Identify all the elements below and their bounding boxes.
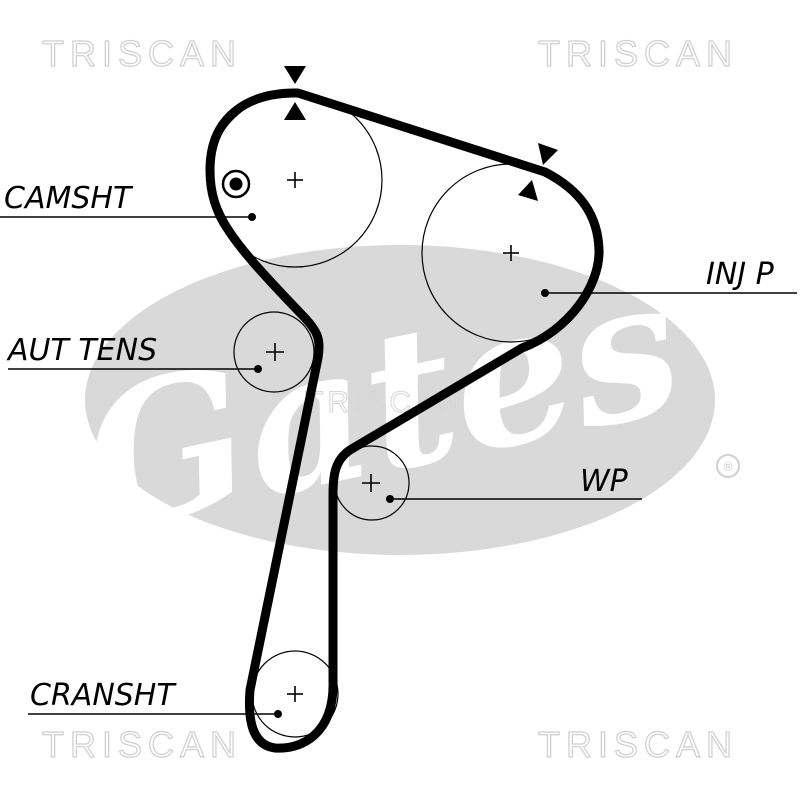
pulley-centres [221,169,519,702]
injection-pump-label: INJ P [706,257,775,292]
auto-tensioner-centre-cross-icon [266,343,284,361]
camshaft-locating-hole-icon [221,169,251,199]
triscan-watermarks: TRISCAN TRISCAN TRISCAN TRISCAN TRISCAN [41,32,738,765]
auto-tensioner-label: AUT TENS [6,333,157,368]
camshaft-leader-dot [248,213,256,221]
injection-pump-centre-cross-icon [503,245,519,261]
water-pump-label: WP [580,464,629,499]
registered-circle-icon [716,454,740,478]
camshaft-centre-cross-icon [287,172,303,188]
triscan-watermark-top-right: TRISCAN [538,33,738,74]
camshaft-label: CAMSHT [4,181,134,216]
crankshaft-centre-cross-icon [287,686,303,702]
auto-tensioner-pulley [233,311,315,393]
timing-marks [284,66,558,201]
triscan-watermark-top-left: TRISCAN [42,33,242,74]
crankshaft-leader-dot [274,710,282,718]
leader-lines [0,213,797,718]
component-labels: CAMSHT AUT TENS INJ P WP CRANSHT [4,181,775,713]
timing-belt [205,88,604,753]
water-pump-leader-dot [386,495,394,503]
water-pump-centre-cross-icon [362,474,380,492]
registered-mark: ® [722,460,734,474]
triscan-watermark-center: TRISCAN [305,386,465,419]
injection-pump-leader-dot [541,289,549,297]
triscan-watermark-bottom-left: TRISCAN [42,724,242,765]
triscan-watermark-bottom-right: TRISCAN [538,724,738,765]
cam-timing-mark-up-icon [284,102,306,120]
auto-tensioner-leader-dot [254,365,262,373]
crankshaft-label: CRANSHT [30,678,177,713]
cam-timing-mark-down-icon [284,66,306,84]
injp-timing-mark-down-icon [538,143,558,165]
injp-timing-mark-up-icon [518,180,538,201]
